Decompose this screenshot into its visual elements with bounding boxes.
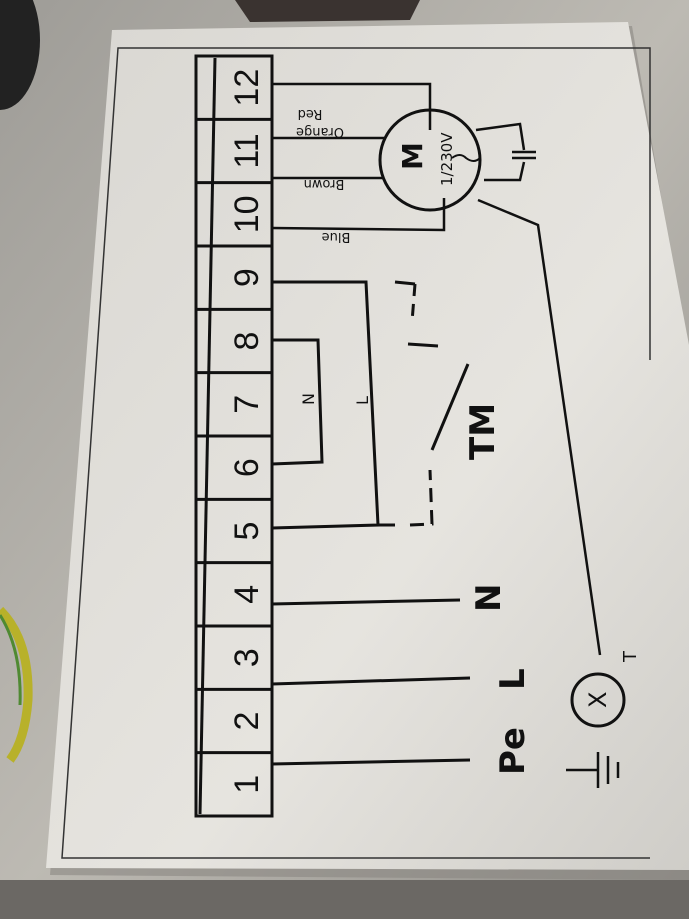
terminal-number: 12 — [228, 69, 266, 107]
label-pe: Pe — [493, 727, 533, 775]
supply-wires — [271, 598, 471, 766]
motor-rating: 1/230V — [438, 132, 456, 186]
terminal-number: 5 — [228, 522, 266, 541]
wire-red: Red — [298, 106, 323, 121]
thermostat-label: TM — [463, 403, 503, 460]
terminal-number: 3 — [228, 648, 266, 667]
sensor-wire — [477, 198, 602, 656]
motor-symbol — [378, 108, 536, 212]
motor-letter: M — [396, 142, 429, 170]
terminal-number: 11 — [228, 133, 266, 168]
wire-brown: Brown — [304, 176, 345, 191]
terminal-number: 8 — [228, 332, 266, 351]
terminal-number: 6 — [228, 458, 266, 477]
terminal-number: 10 — [228, 195, 266, 233]
sensor-x: X — [584, 692, 612, 708]
inner-label-l: L — [353, 396, 372, 405]
thermostat-switch — [378, 280, 470, 527]
terminal-number: 4 — [228, 585, 266, 604]
wire-blue: Blue — [322, 229, 351, 244]
terminal-number: 2 — [228, 712, 266, 731]
wire-orange: Orange — [296, 124, 344, 139]
earth-icon — [566, 752, 620, 788]
terminal-number: 9 — [228, 268, 266, 287]
sensor-t: T — [620, 650, 641, 663]
neutral-bridge — [271, 338, 324, 466]
label-n: N — [469, 584, 509, 612]
label-l: L — [493, 668, 533, 690]
live-bridge — [271, 280, 380, 530]
terminal-number: 1 — [228, 775, 266, 794]
sensor-symbol — [570, 672, 626, 728]
inner-label-n: N — [299, 393, 318, 405]
terminal-number: 7 — [228, 395, 266, 414]
diagram-border — [61, 47, 651, 859]
